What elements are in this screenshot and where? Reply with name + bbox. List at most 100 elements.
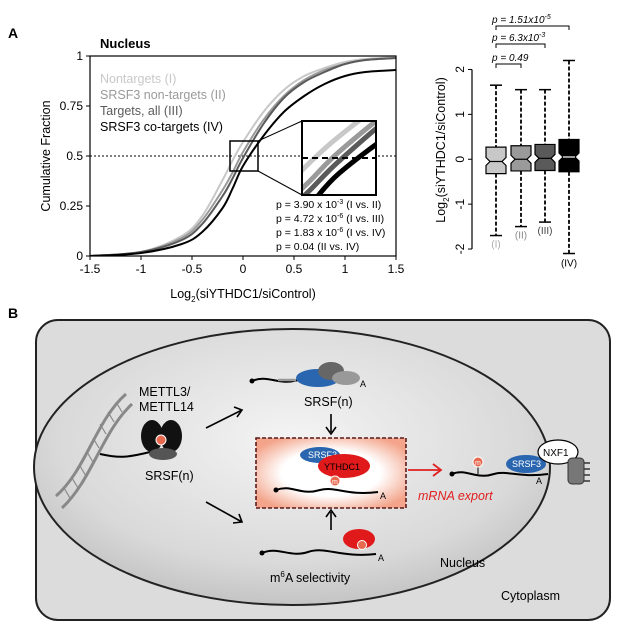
cdf-xlabel: Log2(siYTHDC1/siControl) [170,287,315,304]
box-item-1: (I) [485,84,507,251]
box-ytick-label: 0 [453,156,467,163]
box-category-label: (III) [538,226,553,237]
box-ylabel: Log2(siYTHDC1/siControl) [434,77,451,222]
cdf-xtick-label: 0 [240,262,247,276]
inset-series-line-4 [315,141,376,195]
cdf-xtick-label: 0.5 [286,262,303,276]
srsf-n-label-1: SRSF(n) [145,469,194,483]
writer-label-line1: METTL3/ [139,385,191,399]
cdf-ytick-label: 0.25 [60,199,84,213]
cdf-ytick-label: 0 [76,249,83,263]
box-item-2: (II) [510,88,532,242]
export-arrow [408,463,443,477]
arrow-srsf-to-complex [325,414,337,436]
stat-line-3: p = 1.83 x 10-6(I vs. IV) [276,227,385,239]
svg-text:A: A [360,379,366,389]
svg-text:NXF1: NXF1 [543,448,569,459]
cdf-ytick-label: 1 [76,49,83,63]
srsf-n-label-2: SRSF(n) [304,395,353,409]
writer-complex-icon [141,420,182,460]
box-ytick-label: -1 [453,198,467,209]
arrow-m6a-to-complex [325,508,337,530]
legend-entry-srsf3-nontargets: SRSF3 non-targets (II) [100,88,226,102]
pvalue-bracket-2: p = 6.3x10-3 [491,32,546,48]
cdf-ytick-label: 0.75 [60,99,84,113]
cdf-series-line-1 [90,56,396,256]
svg-text:SRSF3: SRSF3 [308,450,337,460]
box-item-3: (III) [534,88,556,237]
pvalue-bracket-label: p = 1.51x10-5 [491,14,551,26]
box-pvalue-brackets: p = 0.49 p = 6.3x10-3 p = 1.51x10-5 [491,14,570,68]
svg-text:m: m [332,479,338,486]
box-ytick-label: 1 [453,111,467,118]
pvalue-bracket-3: p = 1.51x10-5 [491,14,570,30]
svg-text:A: A [378,553,384,563]
box-yaxis: -2 -1 0 1 2 [453,66,473,254]
box-category-label: (I) [491,240,500,251]
pvalue-bracket-1: p = 0.49 [491,53,529,68]
zoom-inset-frame [301,120,377,196]
pvalue-bracket-label: p = 0.49 [491,53,529,64]
svg-text:m: m [475,460,481,467]
m6a-selectivity-label: m6A selectivity [270,570,351,585]
cytoplasm-label: Cytoplasm [501,589,560,603]
stat-line-2: p = 4.72 x 10-6(I vs. III) [276,213,384,225]
box-ytick-label: -2 [453,243,467,254]
box-ytick-label: 2 [453,66,467,73]
exported-mrnp: m SRSF3 NXF1 A [449,439,579,486]
cdf-xtick-label: -1.5 [80,262,101,276]
inset-series-line-1 [302,121,363,174]
cdf-xtick-label: 1.5 [388,262,405,276]
pvalue-bracket-line [495,63,522,68]
stat-line-1: p = 3.90 x 10-3(I vs. II) [276,199,381,211]
box-category-label: (II) [515,231,527,242]
box-plot: -2 -1 0 1 2 p = 0.49 p = 6.3x10-3 p = 1.51x10-… [434,14,580,270]
mrna-export-label: mRNA export [418,489,493,503]
panel-label-b: B [8,305,18,321]
inset-series-line-2 [302,121,376,193]
box-item-4: (IV) [558,59,580,270]
pathway-arrow-up [205,406,244,429]
m6a-reader-mrna: A [259,529,384,563]
stat-line-4: p = 0.04(II vs. IV) [276,241,359,253]
cdf-ytick-label: 0.5 [66,149,83,163]
diagram-panel: METTL3/ METTL14 SRSF(n) A SRSF(n [33,319,611,621]
cdf-xtick-label: -1 [136,262,147,276]
mrna-srsf-n-complex: A [249,362,366,389]
writer-label-line2: METTL14 [139,400,194,414]
box-body [485,146,507,175]
nuclear-pore-icon [567,457,590,485]
cdf-stats: p = 3.90 x 10-3(I vs. II) p = 4.72 x 10-… [276,199,385,253]
pvalue-bracket-line [495,43,546,48]
box-body [558,138,580,173]
inset-series-line-3 [302,125,376,195]
cdf-xtick-label: 1 [342,262,349,276]
svg-text:SRSF3: SRSF3 [512,459,541,469]
pvalue-bracket-line [495,25,570,30]
zoom-connector-top [257,120,303,142]
dna-helix-icon [55,392,151,510]
legend-entry-srsf3-cotargets: SRSF3 co-targets (IV) [100,120,223,134]
cdf-ylabel: Cumulative Fraction [39,100,53,211]
cdf-series-line-4 [90,69,396,256]
zoom-connector-bottom [257,170,303,196]
svg-text:A: A [380,491,386,501]
box-category-label: (IV) [561,259,577,270]
box-body [534,143,556,172]
zoom-inset-lines [302,121,376,195]
legend-entry-nontargets: Nontargets (I) [100,72,176,86]
pvalue-bracket-label: p = 6.3x10-3 [491,32,545,44]
svg-text:YTHDC1: YTHDC1 [324,462,360,472]
panel-label-a: A [8,25,18,41]
svg-text:A: A [536,476,542,486]
legend-entry-targets-all: Targets, all (III) [100,104,183,118]
nucleus-label: Nucleus [440,556,485,570]
cdf-legend: Nontargets (I) SRSF3 non-targets (II) Ta… [100,72,226,134]
srsf3-ythdc1-complex: SRSF3 YTHDC1 m A [273,447,386,501]
box-series: (I) (II) (III) (IV) [485,59,580,270]
cdf-title: Nucleus [100,36,151,51]
box-body [510,145,532,172]
